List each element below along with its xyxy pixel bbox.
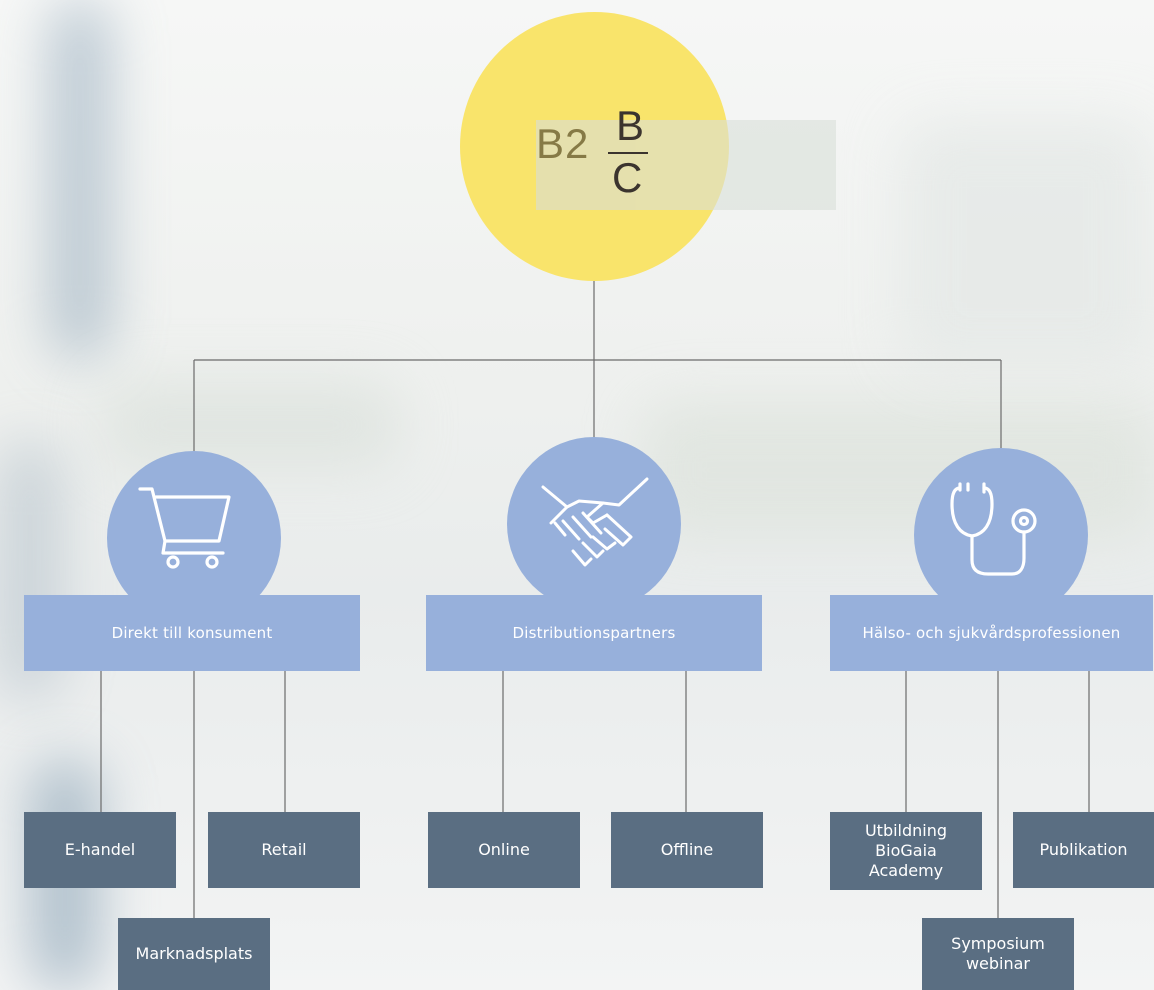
leaf-publikation: Publikation [1013,812,1154,888]
category-box-direct: Direkt till konsument [24,595,360,671]
category-circle-distribution [507,437,681,611]
root-node-b2b2c: B2 B C [460,12,836,281]
leaf-label: Online [478,840,530,859]
root-label-bottom: C [612,154,643,201]
leaf-online: Online [428,812,580,888]
category-label-distribution: Distributionspartners [512,624,676,642]
leaf-label: Publikation [1039,840,1128,859]
category-label-healthcare: Hälso- och sjukvårdsprofessionen [862,624,1121,642]
leaf-label: Symposium webinar [951,934,1045,973]
leaf-label: Retail [261,840,307,859]
leaf-utbildning-biogaia-academy: Utbildning BioGaia Academy [830,812,982,890]
category-label-direct: Direkt till konsument [111,624,273,642]
category-circle-healthcare [914,448,1088,622]
leaf-label: Utbildning BioGaia Academy [864,821,948,880]
root-fraction-bar [608,152,648,154]
leaf-label: E-handel [64,840,136,859]
leaf-retail: Retail [208,812,360,888]
leaf-marknadsplats: Marknadsplats [118,918,270,990]
leaf-ehandel: E-handel [24,812,176,888]
leaf-symposium-webinar: Symposium webinar [922,918,1074,990]
category-box-healthcare: Hälso- och sjukvårdsprofessionen [830,595,1153,671]
handshake-icon [541,477,649,567]
category-box-distribution: Distributionspartners [426,595,762,671]
stethoscope-icon [950,482,1037,576]
shopping-cart-icon [138,487,231,569]
leaf-label: Marknadsplats [135,944,253,963]
leaf-offline: Offline [611,812,763,888]
root-label-prefix: B2 [536,120,836,210]
leaf-label: Offline [660,840,714,859]
root-label-top: B [616,102,645,149]
